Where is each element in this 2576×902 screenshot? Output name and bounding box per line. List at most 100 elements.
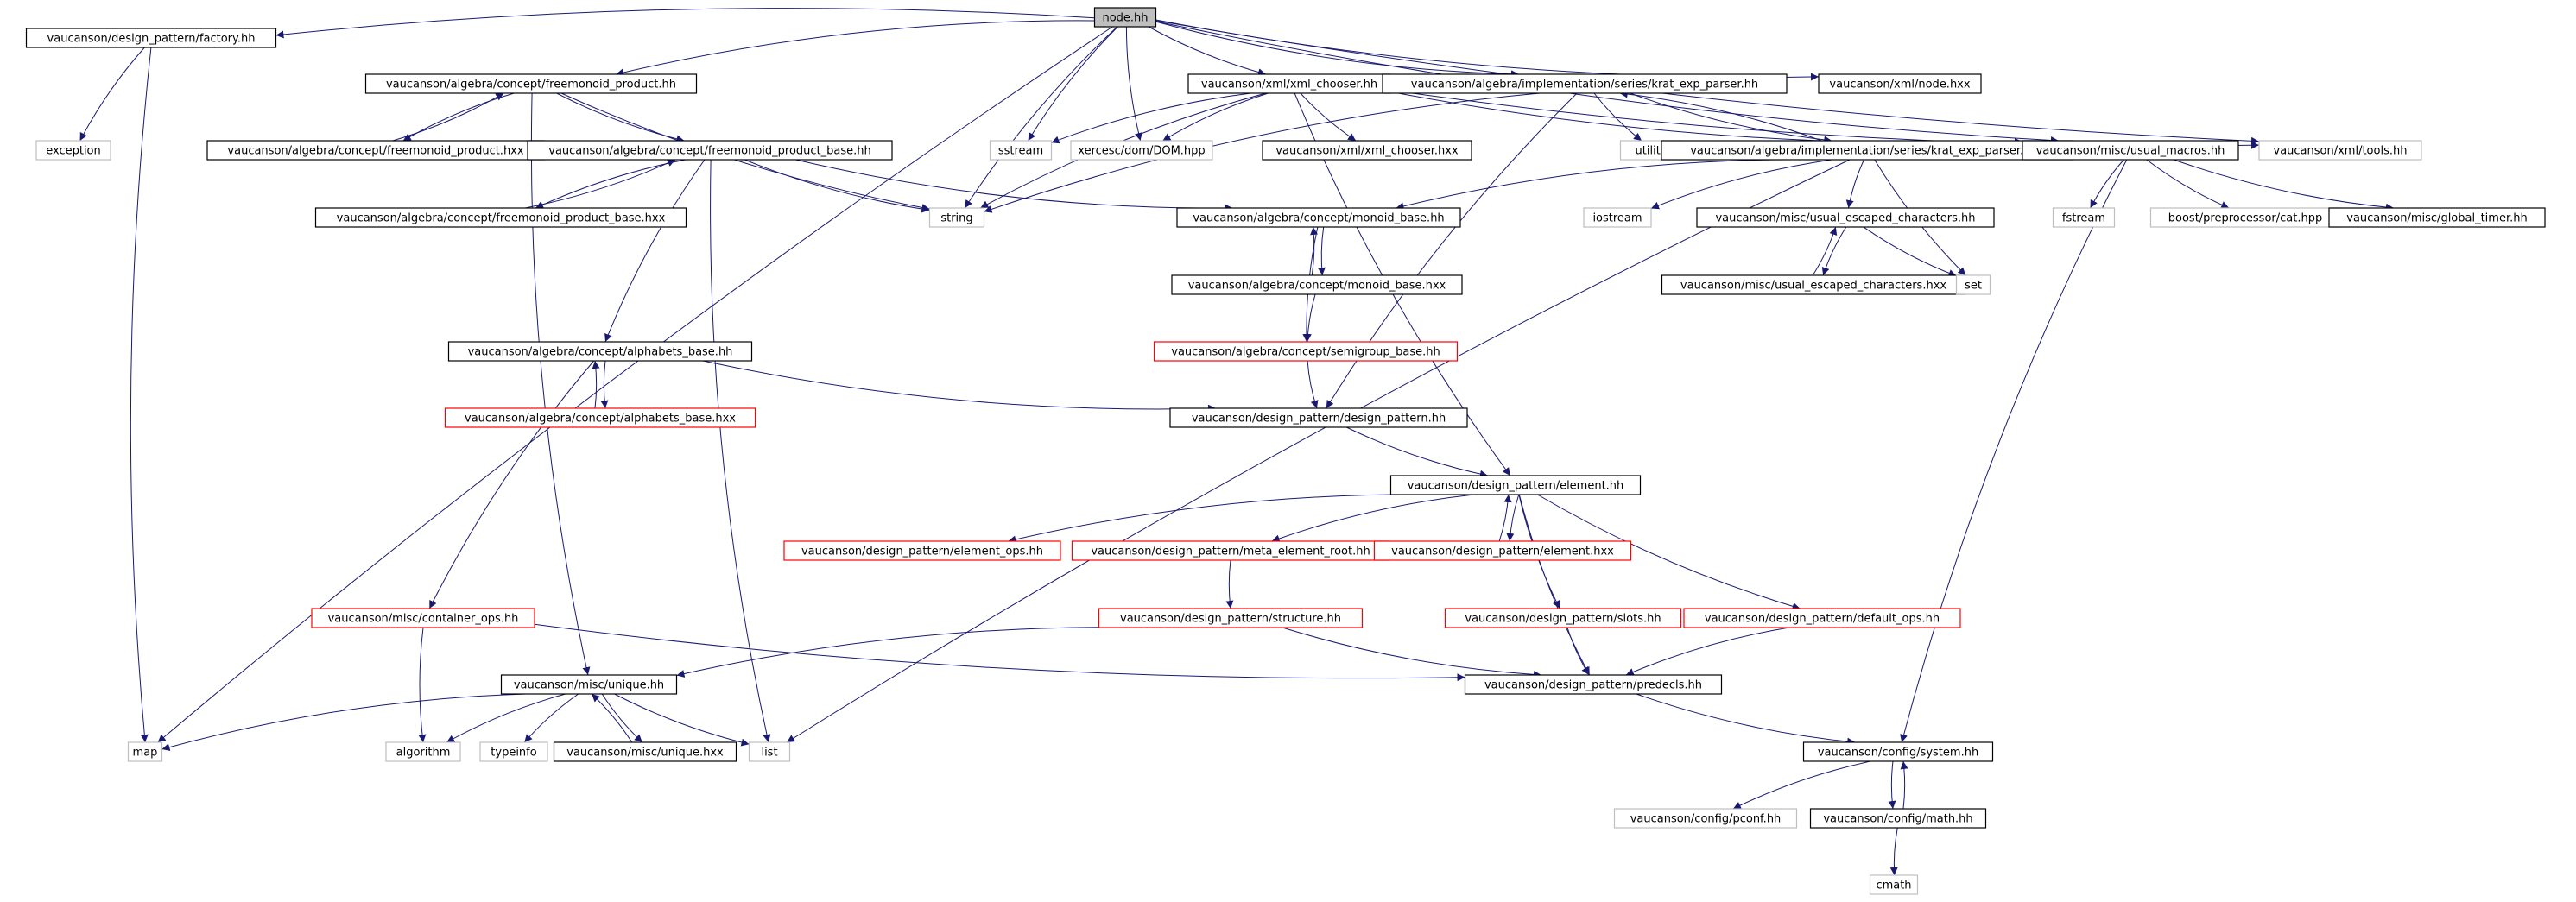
node-box	[1093, 7, 1157, 28]
edge-structure-hh-to-unique-hh	[676, 627, 1139, 678]
node-monoid-base-hh[interactable]: vaucanson/algebra/concept/monoid_base.hh	[1176, 207, 1461, 228]
nodes-layer: node.hh vaucanson/design_pattern/factory.…	[25, 7, 2546, 895]
edge-system-hh-to-math-hh	[1888, 760, 1896, 810]
node-element-hxx[interactable]: vaucanson/design_pattern/element.hxx	[1373, 540, 1632, 561]
node-global-timer-hh[interactable]: vaucanson/misc/global_timer.hh	[2328, 207, 2546, 228]
edge-structure-hh-to-predecls-hh	[1282, 627, 1542, 678]
edge-usual-macros-hh-to-global-timer-hh	[2173, 159, 2394, 211]
edge-krat-exp-parser-hxx-to-krat-exp-parser-hh	[1619, 90, 1822, 142]
node-element-hh[interactable]: vaucanson/design_pattern/element.hh	[1389, 475, 1642, 495]
node-freemonoid-product-base-hxx[interactable]: vaucanson/algebra/concept/freemonoid_pro…	[314, 207, 687, 228]
node-unique-hh[interactable]: vaucanson/misc/unique.hh	[500, 674, 678, 695]
node-krat-exp-parser-hxx[interactable]: vaucanson/algebra/implementation/series/…	[1661, 140, 2073, 161]
node-box	[479, 741, 548, 762]
node-box	[1171, 274, 1463, 295]
node-cmath[interactable]: cmath	[1869, 874, 1919, 895]
node-usual-macros-hh[interactable]: vaucanson/misc/usual_macros.hh	[2022, 140, 2239, 161]
edge-unique-hh-to-algorithm	[446, 693, 566, 743]
node-alphabets-base-hh[interactable]: vaucanson/algebra/concept/alphabets_base…	[447, 341, 753, 362]
node-label: vaucanson/algebra/concept/freemonoid_pro…	[227, 145, 523, 158]
edge-alphabets-base-hh-to-design-pattern-hh	[702, 360, 1217, 413]
edge-usual-escaped-characters-hh-to-set	[1863, 226, 1957, 277]
node-label: cmath	[1876, 880, 1911, 893]
node-box	[1809, 808, 1987, 829]
node-box	[1262, 140, 1472, 161]
node-system-hh[interactable]: vaucanson/config/system.hh	[1802, 741, 1994, 762]
node-unique-hxx[interactable]: vaucanson/misc/unique.hxx	[553, 741, 737, 762]
edge-freemonoid-product-base-hxx-to-freemonoid-product-base-hh	[525, 159, 676, 209]
node-sstream[interactable]: sstream	[989, 140, 1053, 161]
node-dom-hpp[interactable]: xercesc/dom/DOM.hpp	[1070, 140, 1213, 161]
node-algorithm[interactable]: algorithm	[385, 741, 461, 762]
node-usual-escaped-characters-hxx[interactable]: vaucanson/misc/usual_escaped_characters.…	[1661, 274, 1966, 295]
node-meta-element-root-hh[interactable]: vaucanson/design_pattern/meta_element_ro…	[1071, 540, 1390, 561]
node-xml-chooser-hxx[interactable]: vaucanson/xml/xml_chooser.hxx	[1262, 140, 1472, 161]
node-slots-hh[interactable]: vaucanson/design_pattern/slots.hh	[1444, 608, 1682, 628]
node-label: list	[761, 747, 777, 760]
node-usual-escaped-characters-hh[interactable]: vaucanson/misc/usual_escaped_characters.…	[1696, 207, 1995, 228]
node-monoid-base-hxx[interactable]: vaucanson/algebra/concept/monoid_base.hx…	[1171, 274, 1463, 295]
node-xml-node-hxx[interactable]: vaucanson/xml/node.hxx	[1818, 73, 1982, 94]
node-xml-chooser-hh[interactable]: vaucanson/xml/xml_chooser.hh	[1187, 73, 1391, 94]
edge-unique-hh-to-unique-hxx	[601, 693, 643, 743]
node-math-hh[interactable]: vaucanson/config/math.hh	[1809, 808, 1987, 829]
node-freemonoid-product-hh[interactable]: vaucanson/algebra/concept/freemonoid_pro…	[364, 73, 698, 94]
edge-semigroup-base-hh-to-design-pattern-hh	[1307, 360, 1319, 409]
node-box	[2052, 207, 2116, 228]
node-factory-hh[interactable]: vaucanson/design_pattern/factory.hh	[25, 28, 277, 48]
edge-krat-exp-parser-hxx-to-list	[786, 159, 1851, 743]
node-box	[1583, 207, 1652, 228]
node-box	[1802, 741, 1994, 762]
node-typeinfo[interactable]: typeinfo	[479, 741, 548, 762]
node-design-pattern-hh[interactable]: vaucanson/design_pattern/design_pattern.…	[1169, 407, 1468, 428]
node-freemonoid-product-base-hh[interactable]: vaucanson/algebra/concept/freemonoid_pro…	[527, 140, 893, 161]
node-krat-exp-parser-hh[interactable]: vaucanson/algebra/implementation/series/…	[1382, 73, 1788, 94]
edge-design-pattern-hh-to-element-hh	[1345, 426, 1488, 478]
node-label: vaucanson/design_pattern/structure.hh	[1120, 613, 1341, 626]
node-label: vaucanson/xml/node.hxx	[1829, 79, 1970, 91]
edge-usual-escaped-characters-hxx-to-usual-escaped-characters-hh	[1812, 226, 1838, 276]
edge-xml-chooser-hh-to-xml-chooser-hxx	[1300, 92, 1357, 142]
edge-monoid-base-hxx-to-semigroup-base-hh	[1303, 293, 1316, 343]
edge-xml-chooser-hh-to-dom-hpp	[1162, 92, 1269, 142]
node-box	[35, 140, 111, 161]
edge-node-hh-to-xml-tools-hh	[1155, 20, 2260, 145]
node-label: string	[940, 212, 972, 225]
node-label: vaucanson/design_pattern/element_ops.hh	[801, 546, 1043, 558]
node-label: vaucanson/xml/xml_chooser.hh	[1201, 79, 1377, 91]
edge-freemonoid-product-hh-to-freemonoid-product-hxx	[402, 92, 515, 142]
node-iostream[interactable]: iostream	[1583, 207, 1652, 228]
node-box	[1153, 341, 1459, 362]
node-element-ops-hh[interactable]: vaucanson/design_pattern/element_ops.hh	[783, 540, 1061, 561]
node-pconf-hh[interactable]: vaucanson/config/pconf.hh	[1613, 808, 1798, 829]
edge-node-hh-to-dom-hpp	[1125, 26, 1142, 142]
node-box	[1382, 73, 1788, 94]
node-exception[interactable]: exception	[35, 140, 111, 161]
node-list[interactable]: list	[748, 741, 791, 762]
node-structure-hh[interactable]: vaucanson/design_pattern/structure.hh	[1098, 608, 1364, 628]
edge-container-ops-hh-to-algorithm	[418, 627, 427, 743]
edge-node-hh-to-map	[157, 26, 1113, 743]
node-label: vaucanson/design_pattern/slots.hh	[1465, 613, 1661, 626]
node-label: vaucanson/design_pattern/element.hxx	[1391, 546, 1614, 558]
node-predecls-hh[interactable]: vaucanson/design_pattern/predecls.hh	[1464, 674, 1723, 695]
node-cat-hpp[interactable]: boost/preprocessor/cat.hpp	[2149, 207, 2341, 228]
node-set[interactable]: set	[1955, 274, 1991, 295]
edge-element-hh-to-predecls-hh	[1518, 494, 1591, 676]
node-map[interactable]: map	[127, 741, 163, 762]
node-string[interactable]: string	[928, 207, 985, 228]
node-xml-tools-hh[interactable]: vaucanson/xml/tools.hh	[2258, 140, 2422, 161]
node-node-hh[interactable]: node.hh	[1093, 7, 1157, 28]
node-label: node.hh	[1102, 12, 1148, 25]
edge-xml-chooser-hh-to-sstream	[1051, 92, 1251, 144]
node-label: vaucanson/design_pattern/default_ops.hh	[1705, 613, 1940, 626]
node-alphabets-base-hxx[interactable]: vaucanson/algebra/concept/alphabets_base…	[444, 407, 756, 428]
node-box	[364, 73, 698, 94]
node-label: vaucanson/xml/xml_chooser.hxx	[1275, 145, 1459, 158]
node-fstream[interactable]: fstream	[2052, 207, 2116, 228]
node-freemonoid-product-hxx[interactable]: vaucanson/algebra/concept/freemonoid_pro…	[206, 140, 545, 161]
edge-math-hh-to-cmath	[1889, 827, 1898, 876]
node-default-ops-hh[interactable]: vaucanson/design_pattern/default_ops.hh	[1683, 608, 1961, 628]
node-semigroup-base-hh[interactable]: vaucanson/algebra/concept/semigroup_base…	[1153, 341, 1459, 362]
node-container-ops-hh[interactable]: vaucanson/misc/container_ops.hh	[311, 608, 535, 628]
